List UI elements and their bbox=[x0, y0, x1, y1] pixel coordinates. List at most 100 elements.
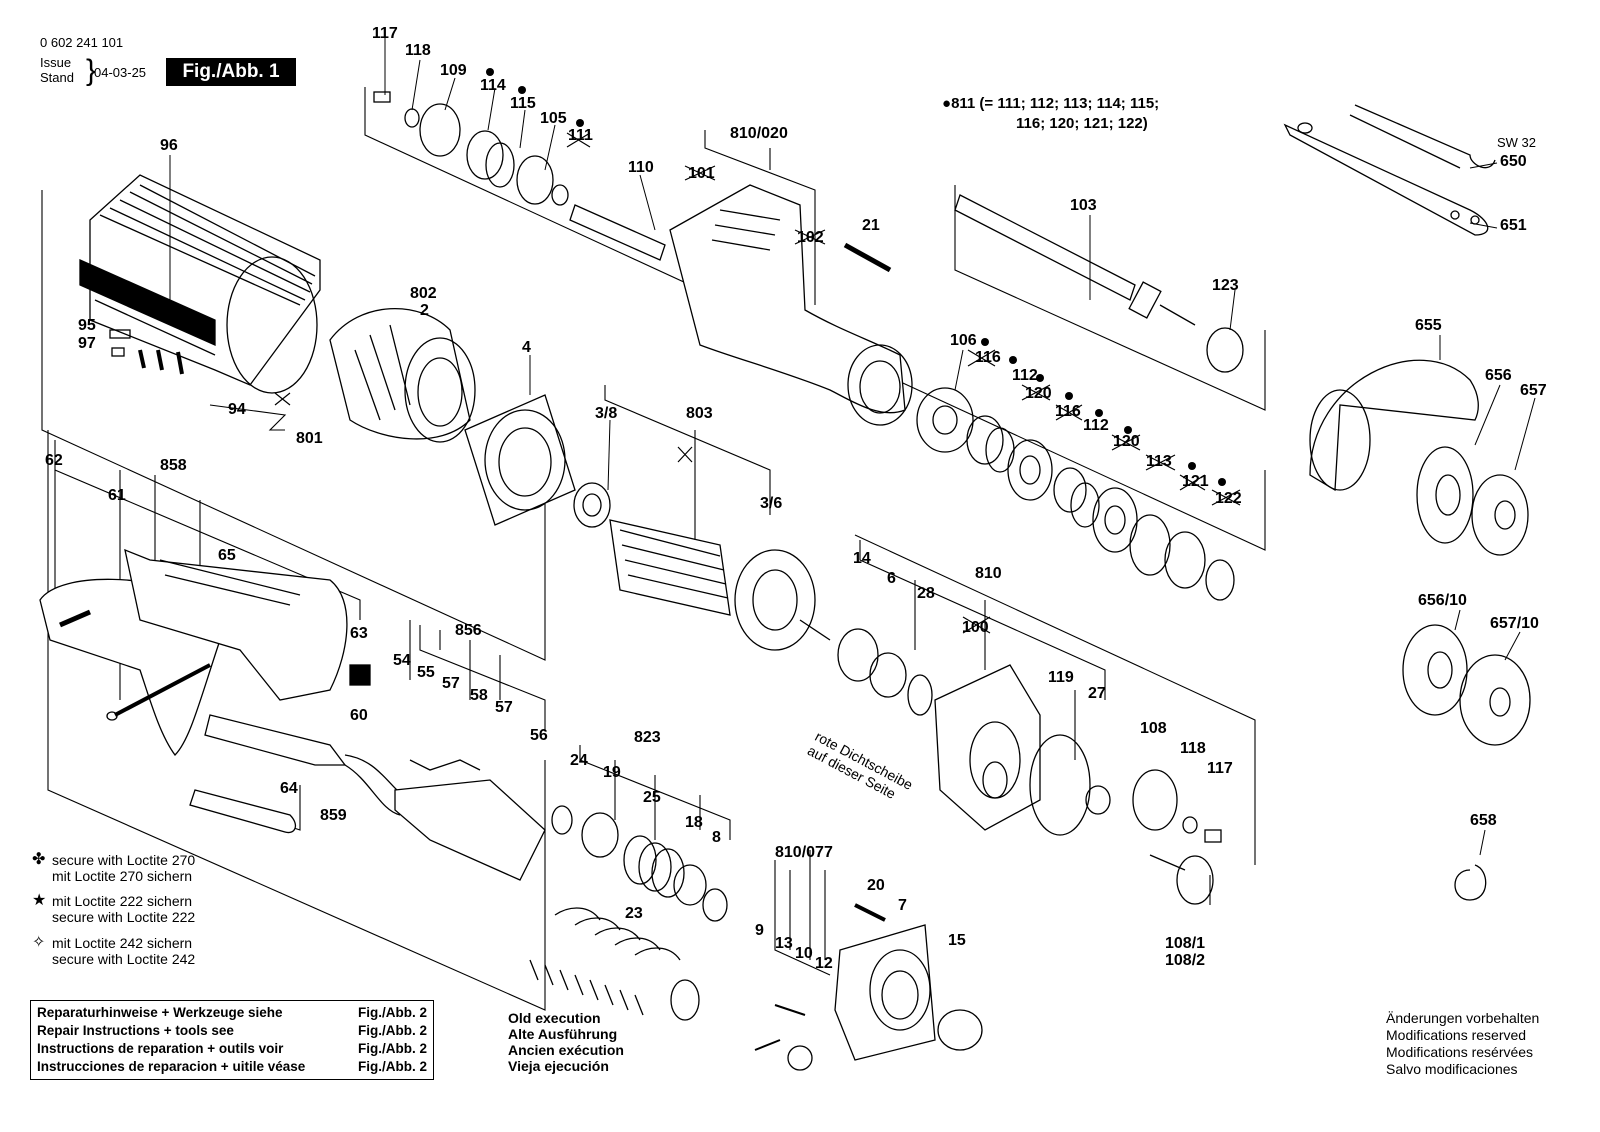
part-label-96: 96 bbox=[160, 137, 178, 154]
issue-stand-label: Issue Stand bbox=[40, 55, 74, 85]
modifications-note: Änderungen vorbehalten Modifications res… bbox=[1386, 1010, 1539, 1078]
legend-line: mit Loctite 270 sichern bbox=[52, 868, 193, 884]
part-label-62: 62 bbox=[45, 452, 63, 469]
note-811-line1: 811 (= 111; 112; 113; 114; 115; bbox=[951, 95, 1160, 112]
part-label-112a: 112 bbox=[1012, 367, 1038, 384]
part-label-27: 27 bbox=[1088, 685, 1106, 702]
wrenches-650-651 bbox=[1283, 104, 1496, 236]
part-label-18: 18 bbox=[685, 814, 703, 831]
part-label-117b: 117 bbox=[1207, 760, 1233, 777]
part-label-4: 4 bbox=[522, 339, 531, 356]
part-label-810: 810 bbox=[975, 565, 1002, 582]
shaft-110 bbox=[569, 204, 666, 261]
part-label-802: 802 bbox=[410, 285, 437, 302]
part-label-55: 55 bbox=[417, 664, 435, 681]
part-label-95: 95 bbox=[78, 317, 96, 334]
armature bbox=[609, 519, 831, 651]
clover-icon: ✤ bbox=[32, 851, 46, 868]
part-label-100: 100 bbox=[962, 619, 989, 636]
part-label-54: 54 bbox=[393, 652, 411, 669]
part-label-118a: 118 bbox=[405, 42, 431, 59]
housing-screws bbox=[109, 329, 184, 375]
end-cover-7 bbox=[754, 903, 983, 1071]
part-label-856: 856 bbox=[455, 622, 482, 639]
switch-assembly bbox=[349, 664, 546, 881]
cross-out-marks bbox=[274, 132, 1241, 634]
part-label-57b: 57 bbox=[495, 699, 513, 716]
legend-line: secure with Loctite 222 bbox=[52, 909, 196, 925]
power-cable bbox=[189, 714, 411, 834]
part-label-61: 61 bbox=[108, 487, 126, 504]
part-label-3-6: 3/6 bbox=[760, 495, 782, 512]
note-811: ●811 (= 111; 112; 113; 114; 115; 116; 12… bbox=[942, 94, 1159, 134]
outline-star-icon: ✧ bbox=[32, 934, 46, 951]
part-label-63: 63 bbox=[350, 625, 368, 642]
part-labels: 117118109114115105111110810/020101102211… bbox=[45, 25, 1547, 972]
note-811-line2: 116; 120; 121; 122) bbox=[1016, 115, 1148, 132]
part-label-655: 655 bbox=[1415, 317, 1442, 334]
modifications-line: Salvo modificaciones bbox=[1386, 1061, 1518, 1077]
part-label-23: 23 bbox=[625, 905, 643, 922]
part-label-810-077: 810/077 bbox=[775, 844, 833, 861]
part-label-3-8: 3/8 bbox=[595, 405, 617, 422]
part-label-8: 8 bbox=[712, 829, 721, 846]
part-label-803: 803 bbox=[686, 405, 713, 422]
motor-housing bbox=[79, 174, 321, 394]
part-label-119: 119 bbox=[1048, 669, 1074, 686]
bullet-dot-icon: ● bbox=[942, 95, 952, 112]
gear-housing-handle bbox=[669, 184, 913, 426]
part-label-97: 97 bbox=[78, 335, 96, 352]
part-label-114: 114 bbox=[480, 77, 506, 94]
part-label-110: 110 bbox=[628, 159, 654, 176]
part-label-108: 108 bbox=[1140, 720, 1167, 737]
bevel-gear-108 bbox=[1132, 769, 1222, 905]
old-execution-note: Old execution Alte Ausführung Ancien exé… bbox=[508, 1010, 624, 1074]
part-label-58: 58 bbox=[470, 687, 488, 704]
repair-row: Instructions de reparation + outils voir… bbox=[37, 1041, 427, 1056]
part-label-109: 109 bbox=[440, 62, 467, 79]
part-label-14: 14 bbox=[853, 550, 871, 567]
part-label-657-10: 657/10 bbox=[1490, 615, 1539, 632]
brace-icon: } bbox=[86, 54, 97, 87]
part-label-115: 115 bbox=[510, 95, 536, 112]
legend-line: secure with Loctite 242 bbox=[52, 951, 196, 967]
modifications-line: Modifications resérvées bbox=[1386, 1044, 1534, 1060]
part-label-823: 823 bbox=[634, 729, 661, 746]
part-label-94: 94 bbox=[228, 401, 246, 418]
star-icon: ★ bbox=[32, 892, 47, 909]
part-label-57a: 57 bbox=[442, 675, 460, 692]
legend-loctite-222: ★ mit Loctite 222 sichern secure with Lo… bbox=[32, 892, 196, 926]
figure-label: Fig./Abb. 1 bbox=[166, 58, 296, 86]
wrench-size-label: SW 32 bbox=[1497, 135, 1536, 150]
part-label-64: 64 bbox=[280, 780, 298, 797]
retaining-ring-123 bbox=[1206, 327, 1244, 373]
part-label-9: 9 bbox=[755, 922, 764, 939]
wheel-guard-655 bbox=[1309, 359, 1479, 492]
part-label-801: 801 bbox=[296, 430, 323, 447]
bearing-flange bbox=[464, 394, 576, 526]
old-execution-line: Alte Ausführung bbox=[508, 1026, 618, 1042]
rear-handle bbox=[39, 548, 348, 756]
part-label-10: 10 bbox=[795, 945, 813, 962]
part-label-651: 651 bbox=[1500, 217, 1527, 234]
part-label-111: 111 bbox=[568, 127, 593, 144]
drive-gear-109 bbox=[373, 91, 569, 206]
part-label-24: 24 bbox=[570, 752, 588, 769]
part-label-656-10: 656/10 bbox=[1418, 592, 1467, 609]
legend-line: secure with Loctite 270 bbox=[52, 852, 196, 868]
part-label-56: 56 bbox=[530, 727, 548, 744]
part-label-858: 858 bbox=[160, 457, 187, 474]
field-coil-stator bbox=[329, 307, 476, 443]
part-label-105: 105 bbox=[540, 110, 567, 127]
modifications-line: Änderungen vorbehalten bbox=[1386, 1010, 1540, 1026]
legend-loctite-242: ✧ mit Loctite 242 sichern secure with Lo… bbox=[32, 934, 196, 968]
part-label-117a: 117 bbox=[372, 25, 398, 42]
old-execution-line: Vieja ejecución bbox=[508, 1058, 609, 1074]
part-label-112b: 112 bbox=[1083, 417, 1109, 434]
old-execution-line: Old execution bbox=[508, 1010, 601, 1026]
part-label-28: 28 bbox=[917, 585, 935, 602]
part-label-65: 65 bbox=[218, 547, 236, 564]
